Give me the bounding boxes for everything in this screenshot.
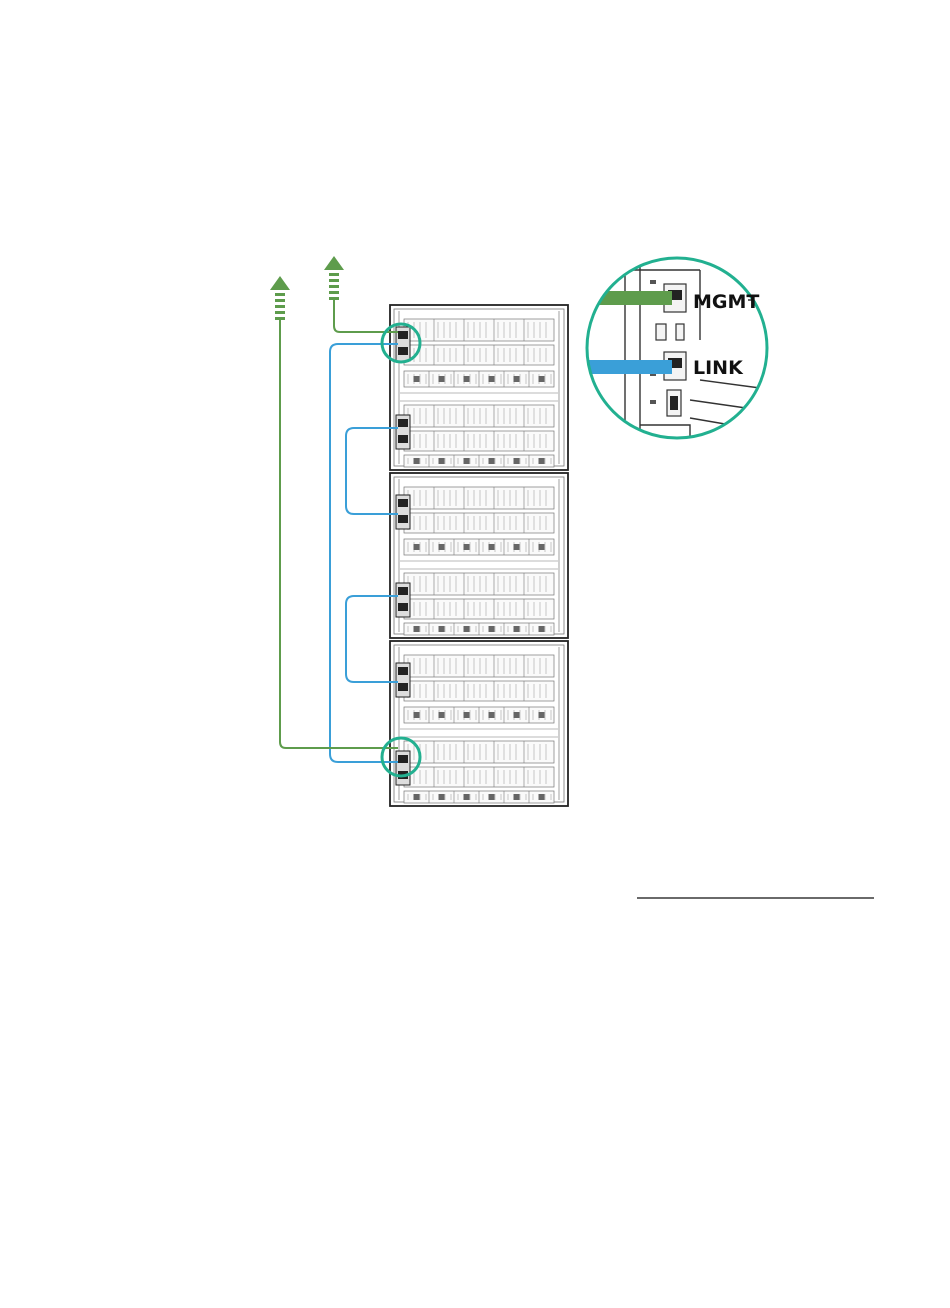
bay-latch [489, 544, 495, 550]
bay-latch [514, 626, 520, 632]
frame-link-module [396, 327, 410, 361]
bay-latch [414, 458, 420, 464]
callout-mgmt-cable [580, 291, 672, 305]
bay-latch [414, 794, 420, 800]
port-lower [398, 515, 408, 523]
enclosure-1 [390, 305, 568, 470]
bay-latch [539, 458, 545, 464]
bay-latch [464, 458, 470, 464]
port-upper [398, 667, 408, 675]
bay-latch [414, 376, 420, 382]
enclosure-2 [390, 473, 568, 638]
frame-link-module [396, 583, 410, 617]
frame-link-module [396, 415, 410, 449]
uplink-arrow-bottom [270, 276, 290, 320]
bay-latch [439, 712, 445, 718]
bay-latch [439, 544, 445, 550]
bay-latch [414, 712, 420, 718]
bay-row [404, 431, 554, 451]
bay-latch [539, 626, 545, 632]
bay-latch [464, 712, 470, 718]
bay-latch [464, 794, 470, 800]
bay-latch [539, 712, 545, 718]
bay-latch [489, 794, 495, 800]
port-lower [398, 347, 408, 355]
bay-latch [539, 544, 545, 550]
port-lower [398, 603, 408, 611]
bay-row [404, 599, 554, 619]
bay-row [404, 681, 554, 701]
bay-latch [464, 626, 470, 632]
port-callout: MGMT LINK [580, 258, 768, 440]
bay-latch [489, 712, 495, 718]
bay-row [404, 573, 554, 595]
port-upper [398, 755, 408, 763]
frame-link-module [396, 663, 410, 697]
frame-link-module [396, 495, 410, 529]
bay-row [404, 405, 554, 427]
port-upper [398, 419, 408, 427]
port-lower [398, 435, 408, 443]
bay-latch [439, 376, 445, 382]
bay-latch [514, 544, 520, 550]
bay-latch [439, 626, 445, 632]
link-cable-top-to-bottom [330, 344, 398, 762]
bay-latch [514, 712, 520, 718]
bay-row [404, 487, 554, 509]
bay-latch [464, 376, 470, 382]
bay-row [404, 319, 554, 341]
link-cables [330, 344, 398, 762]
uplink-arrows [270, 256, 344, 320]
bay-latch [439, 794, 445, 800]
mgmt-cable-bottom [280, 318, 398, 748]
bay-row [404, 513, 554, 533]
mgmt-cables [280, 300, 398, 748]
port-upper [398, 499, 408, 507]
bay-row [404, 655, 554, 677]
enclosure-3 [390, 641, 568, 806]
frame-link-module [396, 751, 410, 785]
port-lower [398, 683, 408, 691]
bay-row [404, 767, 554, 787]
uplink-arrow-top [324, 256, 344, 300]
bay-latch [489, 376, 495, 382]
bay-latch [414, 626, 420, 632]
bay-row [404, 345, 554, 365]
mgmt-label: MGMT [693, 291, 759, 313]
bay-latch [489, 458, 495, 464]
callout-link-cable [580, 360, 672, 374]
bay-latch [539, 376, 545, 382]
bay-row [404, 741, 554, 763]
port-upper [398, 587, 408, 595]
bay-latch [514, 458, 520, 464]
bay-latch [464, 544, 470, 550]
link-label: LINK [693, 357, 744, 379]
bay-latch [439, 458, 445, 464]
bay-latch [514, 376, 520, 382]
bay-latch [414, 544, 420, 550]
bay-latch [489, 626, 495, 632]
bay-latch [539, 794, 545, 800]
port-upper [398, 331, 408, 339]
enclosure-stack [390, 305, 568, 806]
bay-latch [514, 794, 520, 800]
